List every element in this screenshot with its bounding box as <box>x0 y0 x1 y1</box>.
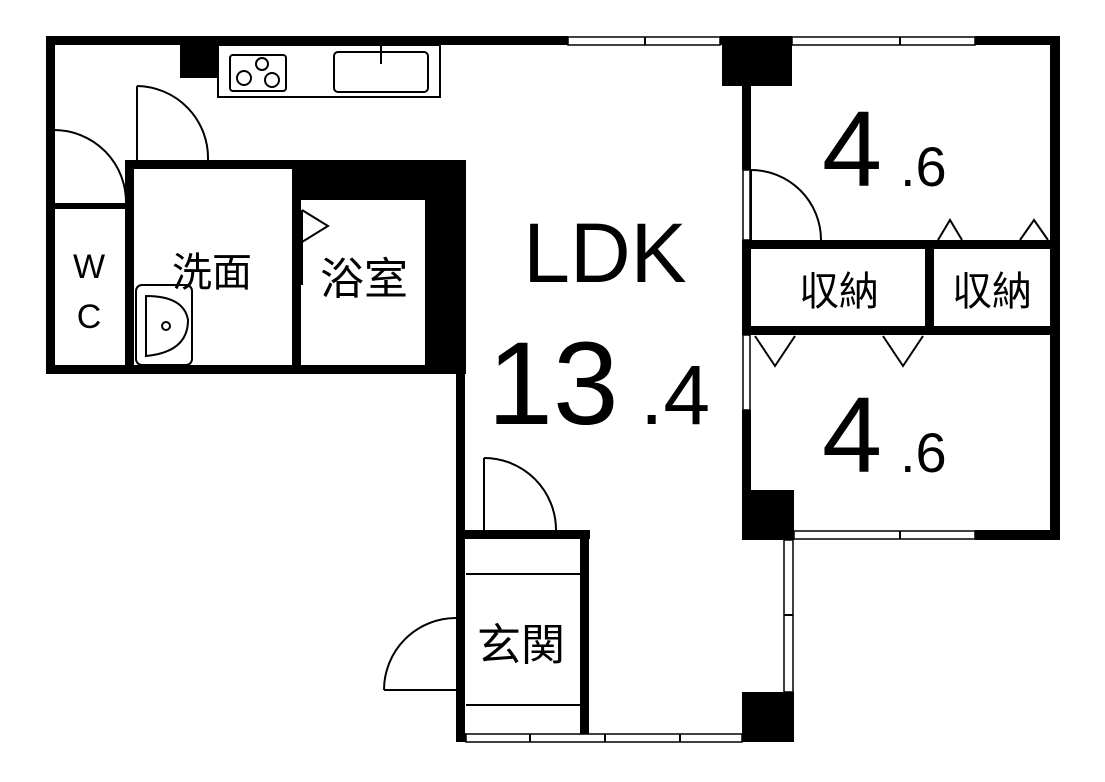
ldk-size-decimal: .4 <box>640 348 710 442</box>
pillar-kitchen <box>180 44 218 78</box>
wall-storage-bottom <box>742 326 1060 335</box>
wall-left-outer <box>46 36 55 374</box>
entrance-label: 玄関 <box>477 621 565 670</box>
door-swing-icon <box>483 457 557 531</box>
window-icon <box>791 36 976 46</box>
wall-wash-top <box>128 160 298 169</box>
sliding-partition <box>742 334 751 411</box>
door-swing-icon <box>136 85 210 161</box>
doors <box>53 85 1049 706</box>
wall-ldk-right-upper <box>742 80 751 170</box>
window-icon <box>465 733 743 743</box>
wall-wash-left <box>125 160 134 374</box>
wc-label-w: W <box>73 248 105 286</box>
door-swing-icon <box>53 129 128 204</box>
door-swing-icon <box>383 617 457 691</box>
wall-storage-divider <box>925 240 934 335</box>
washroom-label: 洗面 <box>172 251 252 295</box>
kitchen-sink-icon <box>333 46 429 93</box>
door-swing-icon <box>750 169 822 241</box>
wall-storage-top <box>742 240 1060 249</box>
wall-top-right <box>975 36 1060 45</box>
wall-entrance-right <box>580 530 589 742</box>
wall-top-left <box>46 36 568 45</box>
wall-bottom-left <box>46 365 466 374</box>
door-frame-bedroom <box>742 169 751 241</box>
wall-ldk-right-mid <box>742 240 751 335</box>
window-icon <box>783 539 794 693</box>
window-icon <box>567 36 721 46</box>
ldk-name: LDK <box>523 206 686 300</box>
wall-ldk-left-lower <box>456 374 465 534</box>
wall-bottom-right <box>975 530 1060 540</box>
stove-icon <box>229 54 287 92</box>
bedroom-lower-size-decimal: .6 <box>900 421 947 484</box>
wc-label-c: C <box>77 298 102 336</box>
wall-wc-top <box>54 203 126 209</box>
kitchen <box>217 44 441 98</box>
door-swing-icon <box>301 209 330 285</box>
wall-entrance-left <box>456 530 465 742</box>
labels: LDK 13 .4 4 .6 4 .6 収納 収納 浴室 洗面 W C 玄関 <box>73 88 1032 670</box>
wall-ldk-left-upper <box>456 160 466 374</box>
wall-ldk-right-lower <box>742 410 751 500</box>
wall-right-outer <box>1050 36 1060 540</box>
window-icon <box>793 530 976 540</box>
windows <box>465 36 976 743</box>
bedroom-lower-size-main: 4 <box>822 374 882 495</box>
wall-entrance-top <box>456 530 590 539</box>
kitchen-counter <box>217 44 441 98</box>
pillar-top-right <box>722 36 792 86</box>
storage-left-label: 収納 <box>799 270 879 314</box>
wall-bath-left <box>292 200 301 374</box>
bedroom-upper-size-main: 4 <box>822 88 882 209</box>
ldk-size-main: 13 <box>487 318 618 450</box>
bath-label: 浴室 <box>320 255 408 304</box>
wall-bottom-corner <box>456 733 466 742</box>
closet-door-icon <box>754 218 1049 368</box>
storage-right-label: 収納 <box>952 270 1032 314</box>
wash-basin-icon <box>135 284 193 366</box>
bedroom-upper-size-decimal: .6 <box>900 135 947 198</box>
walls <box>46 36 1060 742</box>
pillar-bottom-right <box>742 692 794 742</box>
